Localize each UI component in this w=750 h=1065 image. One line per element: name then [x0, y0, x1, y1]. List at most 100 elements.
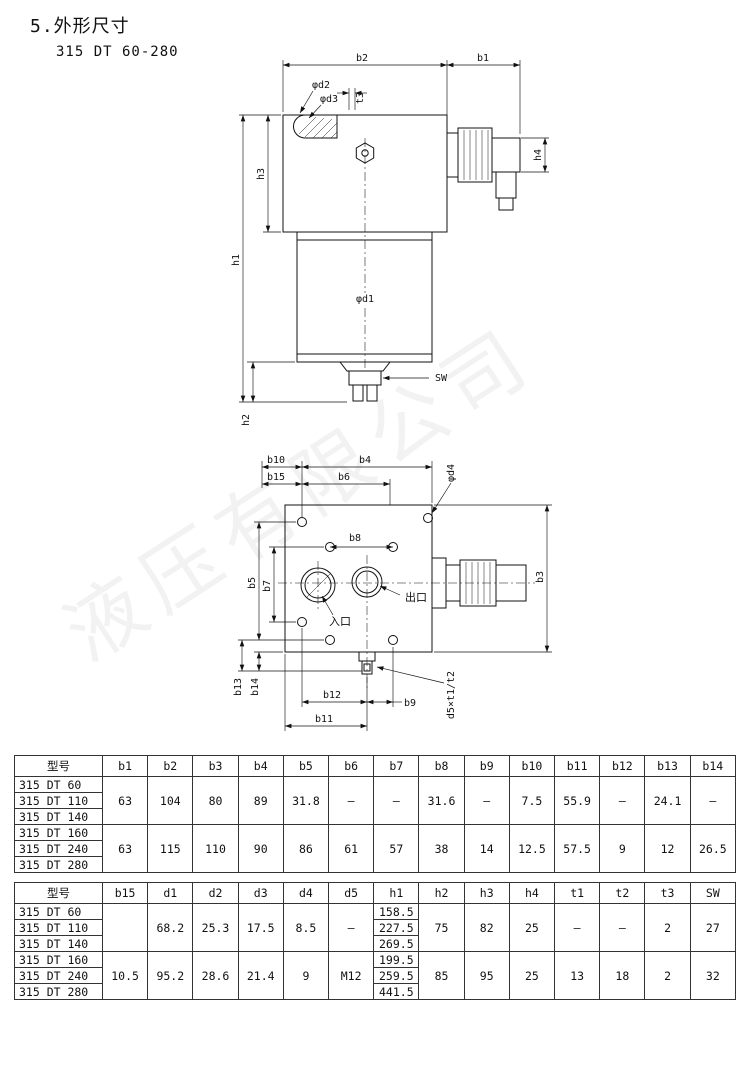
column-header: d4	[282, 882, 330, 904]
dim-label-phi-d2: φd2	[312, 80, 330, 91]
dim-label-t3: t3	[355, 92, 366, 104]
value-cell: 21.4	[237, 951, 284, 1000]
dim-label-b12: b12	[323, 690, 341, 701]
value-cell: 13	[554, 951, 601, 1000]
table-row: 315 DT 280 441.5	[14, 983, 736, 1000]
value-cell: —	[689, 776, 737, 825]
column-header: h3	[463, 882, 510, 904]
model-range-subheading: 315 DT 60-280	[56, 44, 179, 60]
value-cell: 32	[689, 951, 737, 1000]
value-cell: —	[373, 776, 420, 825]
value-cell: 82	[463, 903, 510, 952]
model-cell: 315 DT 280	[14, 983, 103, 1000]
value-cell: 90	[237, 824, 284, 873]
bolt-hole	[325, 635, 335, 645]
column-header: b14	[689, 755, 737, 777]
value-cell: —	[463, 776, 510, 825]
header-row: 型号 b15 d1 d2 d3 d4 d5 h1 h2 h3 h4 t1 t2 …	[14, 882, 737, 904]
column-header: b6	[328, 755, 375, 777]
dim-label-b5: b5	[247, 577, 258, 589]
value-cell: 86	[282, 824, 330, 873]
value-cell: —	[328, 776, 375, 825]
value-cell: 24.1	[644, 776, 691, 825]
value-cell: 31.6	[418, 776, 465, 825]
model-cell: 315 DT 160	[14, 824, 103, 841]
value-cell: 12	[644, 824, 691, 873]
column-header: t2	[599, 882, 646, 904]
model-cell: 315 DT 140	[14, 935, 103, 952]
outlet-label: 出口	[405, 590, 427, 604]
value-cell: 259.5	[373, 967, 420, 984]
table-row: 315 DT 140 269.5	[14, 935, 736, 952]
dim-label-sw: SW	[435, 373, 448, 384]
value-cell: 14	[463, 824, 510, 873]
value-cell: —	[328, 903, 375, 952]
model-cell: 315 DT 160	[14, 951, 103, 968]
dim-label-b11: b11	[315, 714, 333, 725]
value-cell: —	[599, 776, 646, 825]
dim-label-b2: b2	[356, 53, 368, 64]
dim-label-b8: b8	[349, 533, 361, 544]
bolt-hole	[297, 617, 307, 627]
column-header: b3	[192, 755, 239, 777]
column-header: b5	[282, 755, 330, 777]
table-row: 315 DT 110 227.5	[14, 919, 736, 936]
dim-label-h3: h3	[256, 168, 267, 180]
solenoid-connector	[446, 127, 521, 211]
dim-label-h4: h4	[533, 149, 544, 161]
value-cell: 269.5	[373, 935, 420, 952]
model-cell: 315 DT 110	[14, 919, 103, 936]
table-row: 315 DT 60 63 104 80 89 31.8 — — 31.6 — 7…	[14, 776, 737, 825]
value-cell: 63	[101, 824, 149, 873]
column-header: b7	[373, 755, 420, 777]
column-header: b9	[463, 755, 510, 777]
value-cell: 57.5	[554, 824, 601, 873]
bottom-stud	[358, 651, 376, 675]
dim-label-phi-d1: φd1	[356, 294, 374, 305]
value-cell: 9	[282, 951, 330, 1000]
dim-label-b15: b15	[267, 472, 285, 483]
table-row: 315 DT 240 259.5	[14, 967, 736, 984]
column-header: d3	[237, 882, 284, 904]
value-cell: 31.8	[282, 776, 330, 825]
model-cell: 315 DT 60	[14, 903, 103, 920]
model-cell: 315 DT 140	[14, 808, 103, 825]
value-cell: 441.5	[373, 983, 420, 1000]
value-cell: 75	[418, 903, 465, 952]
value-cell: M12	[328, 951, 375, 1000]
value-cell: 2	[644, 951, 691, 1000]
inlet-label: 入口	[329, 615, 351, 628]
value-cell: 57	[373, 824, 420, 873]
dim-label-h2: h2	[241, 414, 252, 426]
dim-label-b9: b9	[404, 698, 416, 709]
value-cell: 27	[689, 903, 737, 952]
dim-label-b6: b6	[338, 472, 350, 483]
table-row: 315 DT 280	[14, 856, 736, 873]
drawing-port-view: b10 b4 b15 b6 φd4 b8 入口 出口	[233, 455, 552, 731]
model-cell: 315 DT 60	[14, 776, 103, 793]
dim-label-b3: b3	[535, 571, 546, 583]
dim-label-b7: b7	[262, 580, 273, 592]
dim-label-b4: b4	[359, 455, 371, 466]
column-header: b4	[237, 755, 284, 777]
value-cell: 7.5	[508, 776, 556, 825]
nameplate-detail	[293, 114, 338, 139]
value-cell: 9	[599, 824, 646, 873]
model-cell: 315 DT 280	[14, 856, 103, 873]
column-header: 型号	[14, 755, 103, 777]
value-cell: 227.5	[373, 919, 420, 936]
value-cell: 38	[418, 824, 465, 873]
armature-tube-and-nut	[338, 361, 392, 402]
value-cell: 110	[192, 824, 239, 873]
value-cell: 25.3	[192, 903, 239, 952]
spec-table-d-h-dimensions: 型号 b15 d1 d2 d3 d4 d5 h1 h2 h3 h4 t1 t2 …	[14, 882, 737, 1000]
value-cell	[101, 903, 149, 952]
column-header: d5	[328, 882, 375, 904]
column-header: h2	[418, 882, 465, 904]
value-cell: 28.6	[192, 951, 239, 1000]
column-header: b12	[599, 755, 646, 777]
value-cell: 68.2	[147, 903, 194, 952]
column-header: d1	[147, 882, 194, 904]
column-header: 型号	[14, 882, 103, 904]
